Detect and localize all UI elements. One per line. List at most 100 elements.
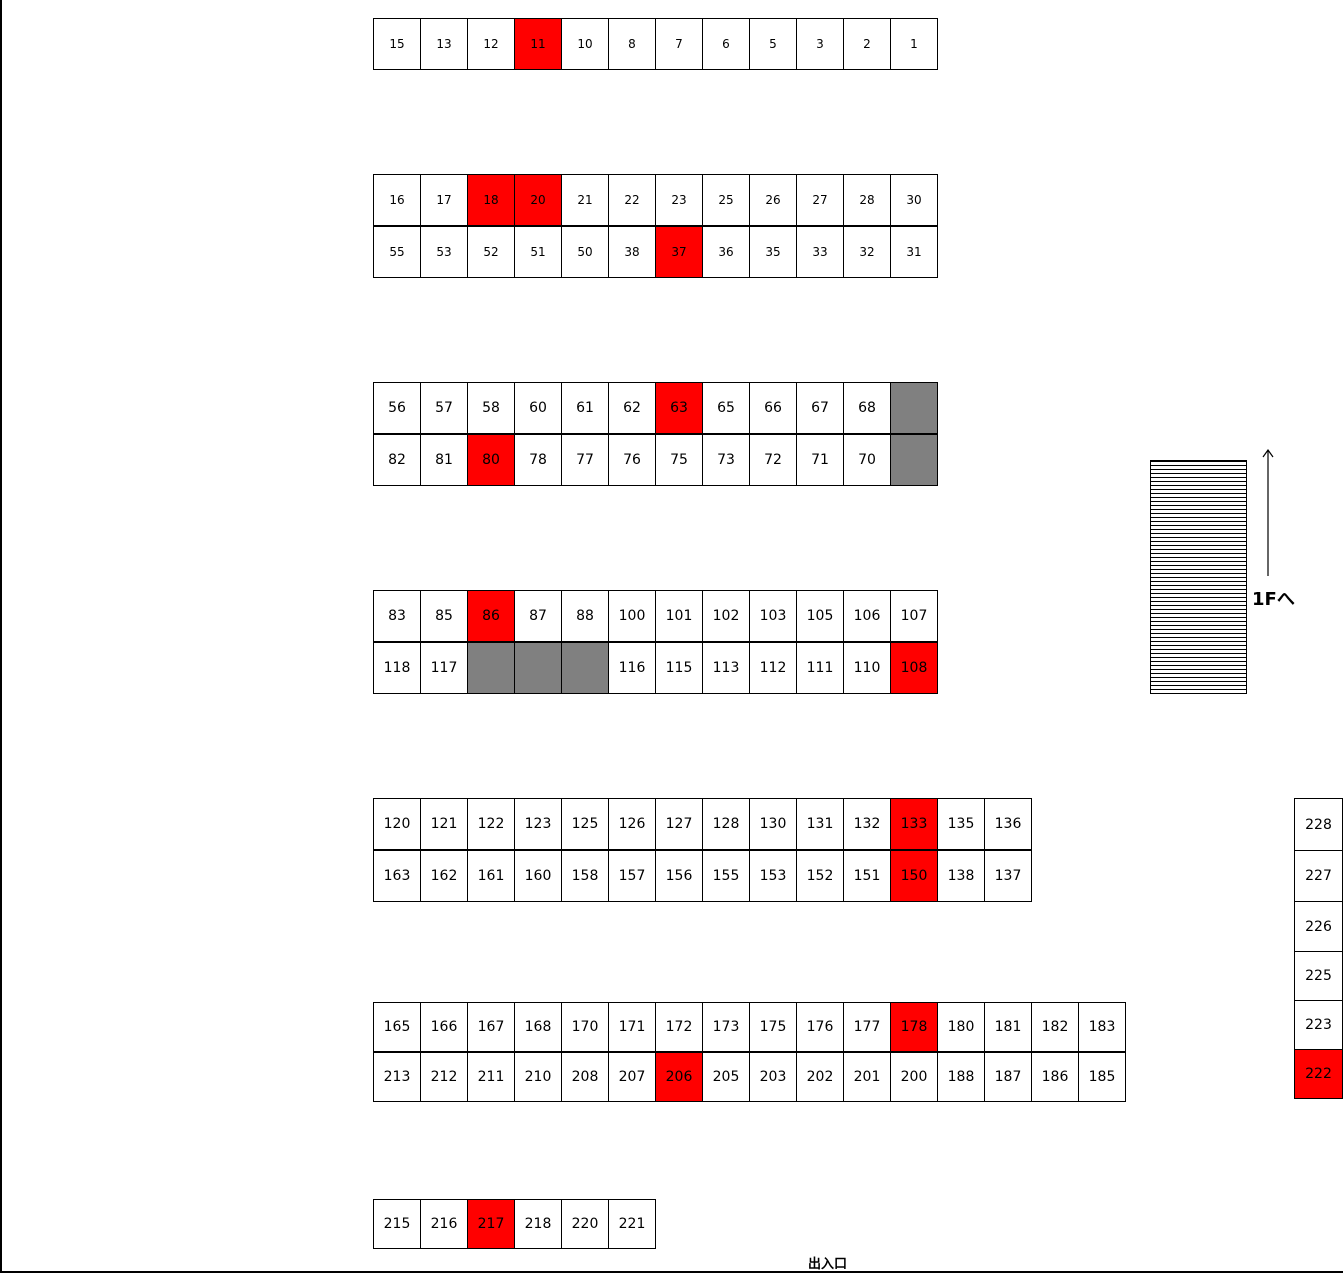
parking-space-213: 213: [373, 1052, 421, 1102]
parking-space-76: 76: [608, 434, 656, 486]
parking-space-65: 65: [702, 382, 750, 434]
parking-space-202: 202: [796, 1052, 844, 1102]
parking-space-218: 218: [514, 1199, 562, 1249]
parking-space-102: 102: [702, 590, 750, 642]
parking-space-51: 51: [514, 226, 562, 278]
parking-space-215: 215: [373, 1199, 421, 1249]
parking-space-227: 227: [1294, 850, 1343, 902]
parking-space-110: 110: [843, 642, 891, 694]
parking-space-212: 212: [420, 1052, 468, 1102]
parking-space-135: 135: [937, 798, 985, 850]
to-1f-label: 1Fへ: [1252, 589, 1295, 610]
parking-space-27: 27: [796, 174, 844, 226]
parking-space-3: 3: [796, 18, 844, 70]
parking-space-187: 187: [984, 1052, 1032, 1102]
parking-space-blocked: [890, 382, 938, 434]
parking-space-58: 58: [467, 382, 515, 434]
parking-space-220: 220: [561, 1199, 609, 1249]
parking-space-26: 26: [749, 174, 797, 226]
parking-space-177: 177: [843, 1002, 891, 1052]
parking-space-11: 11: [514, 18, 562, 70]
parking-space-13: 13: [420, 18, 468, 70]
parking-space-168: 168: [514, 1002, 562, 1052]
parking-space-57: 57: [420, 382, 468, 434]
parking-space-207: 207: [608, 1052, 656, 1102]
parking-space-158: 158: [561, 850, 609, 902]
parking-space-188: 188: [937, 1052, 985, 1102]
parking-space-128: 128: [702, 798, 750, 850]
parking-space-201: 201: [843, 1052, 891, 1102]
parking-space-86: 86: [467, 590, 515, 642]
parking-space-85: 85: [420, 590, 468, 642]
parking-space-165: 165: [373, 1002, 421, 1052]
parking-space-122: 122: [467, 798, 515, 850]
parking-space-117: 117: [420, 642, 468, 694]
parking-space-1: 1: [890, 18, 938, 70]
parking-space-38: 38: [608, 226, 656, 278]
parking-space-7: 7: [655, 18, 703, 70]
stairs: [1150, 460, 1247, 694]
parking-space-25: 25: [702, 174, 750, 226]
parking-space-200: 200: [890, 1052, 938, 1102]
parking-space-82: 82: [373, 434, 421, 486]
parking-space-108: 108: [890, 642, 938, 694]
parking-space-160: 160: [514, 850, 562, 902]
up-arrow-icon: [1262, 448, 1274, 576]
parking-space-61: 61: [561, 382, 609, 434]
parking-space-176: 176: [796, 1002, 844, 1052]
parking-space-blocked: [890, 434, 938, 486]
parking-space-205: 205: [702, 1052, 750, 1102]
parking-space-226: 226: [1294, 901, 1343, 952]
parking-space-183: 183: [1078, 1002, 1126, 1052]
parking-space-77: 77: [561, 434, 609, 486]
parking-space-52: 52: [467, 226, 515, 278]
entrance-label: 出入口: [808, 1257, 848, 1272]
parking-space-67: 67: [796, 382, 844, 434]
parking-space-120: 120: [373, 798, 421, 850]
parking-space-63: 63: [655, 382, 703, 434]
parking-space-80: 80: [467, 434, 515, 486]
parking-space-75: 75: [655, 434, 703, 486]
parking-space-127: 127: [655, 798, 703, 850]
parking-space-16: 16: [373, 174, 421, 226]
parking-space-175: 175: [749, 1002, 797, 1052]
parking-space-2: 2: [843, 18, 891, 70]
parking-space-111: 111: [796, 642, 844, 694]
parking-space-32: 32: [843, 226, 891, 278]
parking-space-172: 172: [655, 1002, 703, 1052]
parking-space-107: 107: [890, 590, 938, 642]
parking-space-178: 178: [890, 1002, 938, 1052]
parking-space-10: 10: [561, 18, 609, 70]
parking-space-137: 137: [984, 850, 1032, 902]
parking-space-181: 181: [984, 1002, 1032, 1052]
parking-space-221: 221: [608, 1199, 656, 1249]
parking-space-36: 36: [702, 226, 750, 278]
parking-space-130: 130: [749, 798, 797, 850]
parking-space-126: 126: [608, 798, 656, 850]
parking-space-206: 206: [655, 1052, 703, 1102]
parking-space-132: 132: [843, 798, 891, 850]
parking-space-152: 152: [796, 850, 844, 902]
parking-space-136: 136: [984, 798, 1032, 850]
parking-space-173: 173: [702, 1002, 750, 1052]
parking-space-55: 55: [373, 226, 421, 278]
parking-space-123: 123: [514, 798, 562, 850]
parking-space-103: 103: [749, 590, 797, 642]
parking-space-105: 105: [796, 590, 844, 642]
parking-space-83: 83: [373, 590, 421, 642]
parking-space-28: 28: [843, 174, 891, 226]
parking-space-153: 153: [749, 850, 797, 902]
parking-space-78: 78: [514, 434, 562, 486]
parking-space-156: 156: [655, 850, 703, 902]
parking-space-228: 228: [1294, 798, 1343, 851]
parking-space-222: 222: [1294, 1049, 1343, 1099]
